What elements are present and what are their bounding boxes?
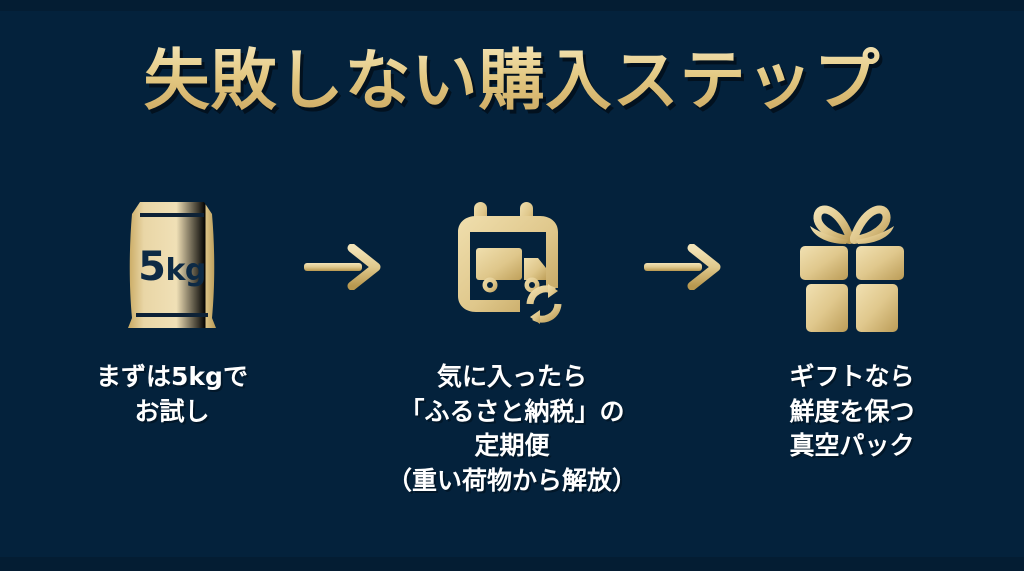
step-1-caption-line-1: まずは5kgで <box>96 362 248 391</box>
step-2-icon-box <box>446 196 578 338</box>
step-2-caption-line-3: 定期便 <box>474 431 550 460</box>
arrow-right-icon <box>644 244 721 290</box>
step-2-caption: 気に入ったら 「ふるさと納税」の 定期便 （重い荷物から解放） <box>387 360 637 498</box>
step-3-caption-line-3: 真空パック <box>789 431 915 460</box>
rice-bag-weight-label: 5 kg <box>138 247 206 287</box>
gift-box-icon <box>800 205 904 332</box>
step-2-subscription: 気に入ったら 「ふるさと納税」の 定期便 （重い荷物から解放） <box>387 196 637 498</box>
step-1-trial: 5 kg まずは5kgで お試し <box>54 196 290 429</box>
step-2-caption-line-4: （重い荷物から解放） <box>387 465 638 495</box>
arrow-2-cell <box>630 196 734 338</box>
calendar-truck-subscription-icon <box>458 202 562 324</box>
step-1-icon-box: 5 kg <box>120 196 224 338</box>
rice-bag-weight-unit: kg <box>165 253 206 288</box>
steps-row: 5 kg まずは5kgで お試し <box>0 196 1024 498</box>
bottom-letterbox-band <box>0 557 1024 571</box>
arrow-right-icon <box>304 244 381 290</box>
step-1-caption: まずは5kgで お試し <box>96 360 248 429</box>
step-3-caption: ギフトなら 鮮度を保つ 真空パック <box>789 360 914 464</box>
top-letterbox-band <box>0 0 1024 11</box>
step-1-caption-line-2: お試し <box>134 396 210 426</box>
page-title: 失敗しない購入ステップ <box>0 46 1024 116</box>
step-3-caption-line-2: 鮮度を保つ <box>789 396 915 426</box>
step-3-gift: ギフトなら 鮮度を保つ 真空パック <box>734 196 970 464</box>
rice-bag-icon: 5 kg <box>120 194 224 340</box>
step-3-icon-box <box>788 196 916 338</box>
rice-bag-weight-number: 5 <box>138 244 166 290</box>
step-2-caption-line-2: 「ふるさと納税」の <box>399 396 625 426</box>
step-3-caption-line-1: ギフトなら <box>789 362 915 391</box>
step-2-caption-line-1: 気に入ったら <box>437 362 588 391</box>
arrow-1-cell <box>290 196 394 338</box>
